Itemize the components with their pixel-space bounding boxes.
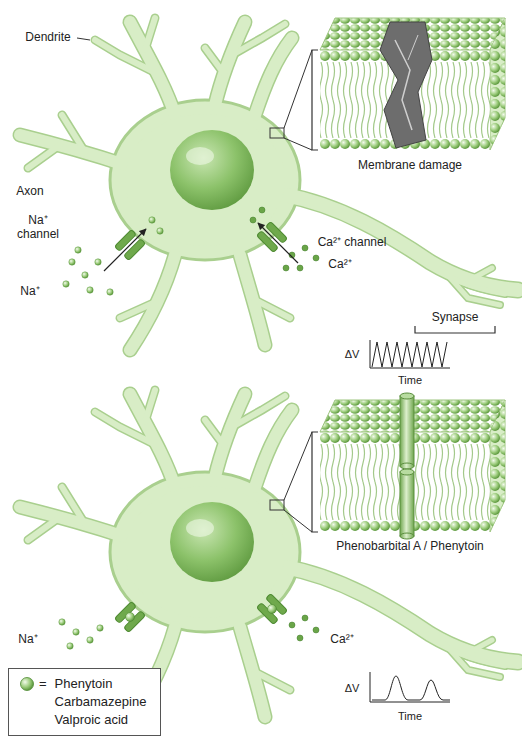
part-label: Axon (16, 185, 43, 199)
drug-dot (21, 678, 34, 691)
ion-label: Ca²⁺ (330, 633, 353, 647)
legend-entry: Valproic acid (55, 711, 147, 729)
leader-line (77, 38, 90, 40)
ion-label: Na⁺ (18, 633, 37, 647)
voltage-graph (370, 672, 450, 702)
sodium-ions (63, 217, 163, 295)
synapse-bracket (415, 326, 495, 333)
axis-label: ΔV (345, 682, 360, 695)
inset-caption: Phenobarbital A / Phenytoin (336, 540, 483, 554)
membrane-inset (284, 18, 505, 150)
sodium-channel (63, 217, 163, 295)
legend-entry: Carbamazepine (55, 693, 147, 711)
legend-text: Carbamazepine (55, 693, 147, 711)
calcium-ions (250, 207, 319, 271)
blocked-calcium-channel (256, 593, 319, 641)
drug-symbol (19, 675, 35, 693)
calcium-channel (250, 207, 319, 271)
membrane-damage-hole (380, 22, 432, 148)
legend-entry: Phenytoin (55, 675, 147, 693)
neuron-cell (20, 18, 518, 350)
membrane-inset (284, 393, 505, 539)
part-label: Dendrite (25, 31, 70, 45)
axis-label: Time (398, 374, 422, 387)
channel-label: Ca²⁺ channel (318, 236, 387, 250)
inset-caption: Membrane damage (358, 159, 462, 173)
legend-text: Valproic acid (55, 711, 128, 729)
part-label: Synapse (432, 311, 479, 325)
legend-list: PhenytoinCarbamazepineValproic acid (55, 675, 147, 729)
channel-cylinder (400, 393, 414, 539)
channel-label: Na⁺ channel (12, 214, 64, 242)
legend-box: = PhenytoinCarbamazepineValproic acid (8, 668, 161, 736)
ion-label: Ca²⁺ (328, 258, 351, 272)
blocked-sodium-channel (59, 601, 146, 649)
legend-equals: = (39, 675, 47, 693)
legend-text: Phenytoin (55, 675, 113, 693)
voltage-graph (370, 340, 450, 368)
axis-label: ΔV (345, 348, 360, 361)
axis-label: Time (398, 710, 422, 723)
ion-label: Na⁺ (20, 285, 39, 299)
